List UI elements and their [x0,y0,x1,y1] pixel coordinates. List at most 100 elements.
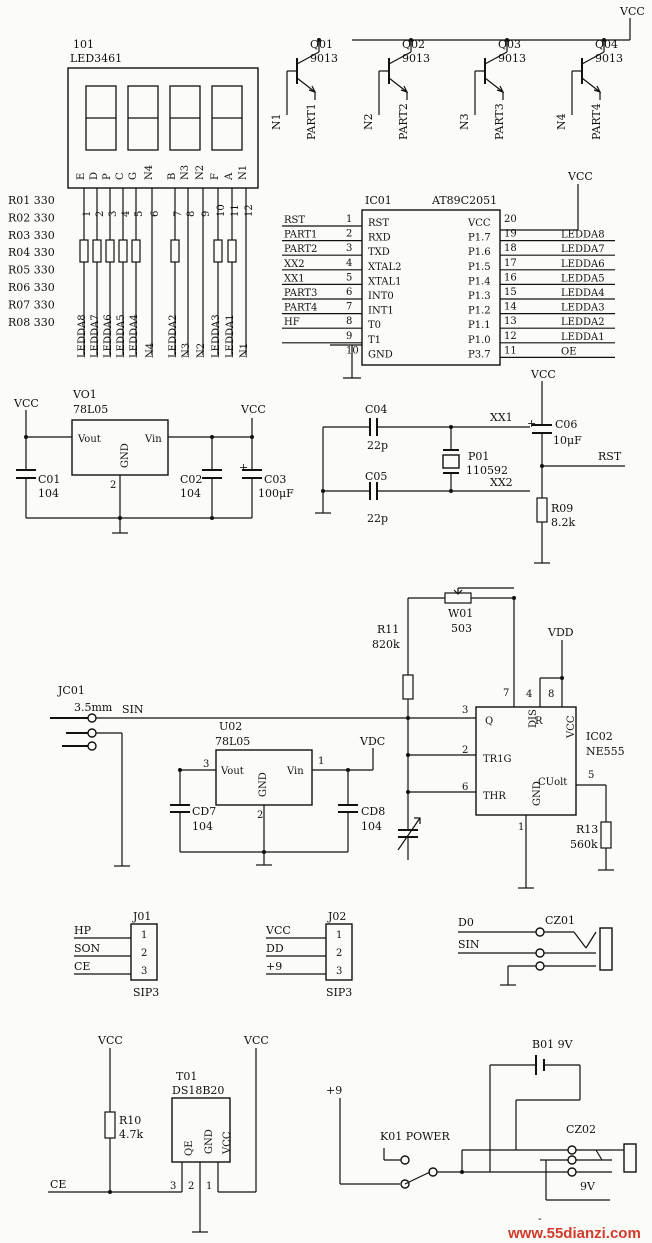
reset-rst: RST [598,450,622,463]
u02-pin-in: 1 [318,756,324,767]
resistor-label: R04 330 [8,246,55,259]
display-pin-number: 12 [244,204,255,217]
mcu-left-net: PART2 [284,244,317,255]
t01-pin-qe: QE [184,1141,195,1157]
mcu-left-num: 1 [346,214,352,225]
vo1-gnd: GND [120,443,131,468]
cd8-ref: CD8 [361,805,385,818]
r10-ref: R10 [119,1114,141,1127]
jc01-ref: JC01 [57,684,85,697]
j02-type: SIP3 [326,986,352,999]
vdd-label: VDD [547,626,574,639]
j01-type: SIP3 [133,986,159,999]
vo1-vcc-left: VCC [13,397,39,410]
transistor-n: N3 [458,113,471,130]
display-pin-number: 3 [108,211,119,217]
display-pin-label: N2 [195,165,206,180]
display-bottom-label: LEDDA7 [90,314,101,358]
mcu-right-pin: P1.3 [468,291,491,302]
p01-val: 110592 [466,464,508,477]
b01-label: B01 9V [532,1038,574,1051]
digit-3 [169,85,201,151]
display-pin-number: 11 [230,204,241,217]
num-trig: 2 [462,745,468,756]
r09-val: 8.2k [551,516,575,529]
sip-net: DD [266,942,284,955]
display-bottom-label: LEDDA2 [168,314,179,358]
pin-thr: THR [483,791,506,802]
display-pin-label: E [76,173,87,180]
audio-input: JC01 3.5mm SIN U02 78L05 Vout Vin GND 3 … [50,684,476,867]
vo1-ref: VO1 [72,388,97,401]
mcu-right-num: 17 [504,258,517,269]
ic02-ref: IC02 [586,730,613,743]
c05-val: 22p [367,512,388,525]
display-body [67,67,259,189]
mcu-right-net: LEDDA4 [561,288,605,299]
mcu-left-num: 4 [346,258,352,269]
mcu-right-net: LEDDA2 [561,317,605,328]
power-circuit: +9 K01 POWER B01 9V CZ02 9V - [326,1038,637,1225]
mcu-left-num: 7 [346,302,352,313]
u02-vout: Vout [220,766,244,777]
display-pin-label: N4 [144,165,155,180]
display-pin-label: N1 [238,165,249,180]
cz01-net-d0: D0 [458,916,474,929]
display-bottom-label: LEDDA1 [225,314,236,358]
num-dis: 7 [503,688,509,699]
timer-555: IC02 NE555 Q DIS R VCC TR1G THR CUolt GN… [372,587,625,889]
display-pin-number: 10 [216,204,227,217]
transistor-part: 9013 [498,52,526,65]
num-gnd: 1 [518,822,524,833]
t01-body [171,1097,231,1163]
display-pin-number: 8 [186,211,197,217]
mcu-right-net: LEDDA3 [561,303,605,314]
transistor-ref: Q03 [498,38,521,51]
pin-r: R [535,716,543,727]
mcu-left-net: PART1 [284,230,317,241]
reset-vcc: VCC [530,368,556,381]
display-pin-label: C [115,172,126,180]
mcu-left-pin: INT0 [368,291,394,302]
sip-pin-number: 1 [141,930,147,941]
segment-resistor [79,239,89,263]
display-bottom-label: N3 [181,343,192,358]
mcu-right-num: 11 [504,345,517,356]
display-bottom-label: N1 [239,343,250,358]
transistor-part: 9013 [310,52,338,65]
c02-val: 104 [180,487,201,500]
display-pin-label: D [89,172,100,180]
cz01-net-sin: SIN [458,938,480,951]
mcu-right-pin: P1.6 [468,247,491,258]
transistor-ref: Q04 [595,38,618,51]
mcu-left-pin: TXD [368,247,390,258]
resistor-label: R01 330 [8,194,55,207]
mcu-right-num: 12 [504,331,517,342]
mcu-left-net: HF [284,317,300,328]
transistor-ref: Q02 [402,38,425,51]
display-bottom-label: LEDDA3 [211,314,222,358]
mcu-right-pin: P1.0 [468,335,491,346]
transistor-part: 9013 [595,52,623,65]
t01-num-3: 3 [170,1181,176,1192]
sip-pin-number: 3 [141,966,147,977]
u02-part: 78L05 [215,735,250,748]
mcu-right-net: LEDDA6 [561,259,605,270]
c01-ref: C01 [38,473,60,486]
transistor-n: N4 [555,113,568,130]
mcu-right-net: LEDDA8 [561,230,605,241]
mcu-right-pin: VCC [467,218,491,229]
vo1-part: 78L05 [73,403,108,416]
mcu-left-pin: RXD [368,233,391,244]
c02-ref: C02 [180,473,202,486]
sip-net: SON [74,942,101,955]
pin-trig: TR1G [483,754,512,765]
segment-resistor [213,239,223,263]
xx2-label: XX2 [490,476,513,489]
transistor-n: N1 [270,113,283,130]
cd7-val: 104 [192,820,213,833]
mcu-right-num: 16 [504,272,517,283]
